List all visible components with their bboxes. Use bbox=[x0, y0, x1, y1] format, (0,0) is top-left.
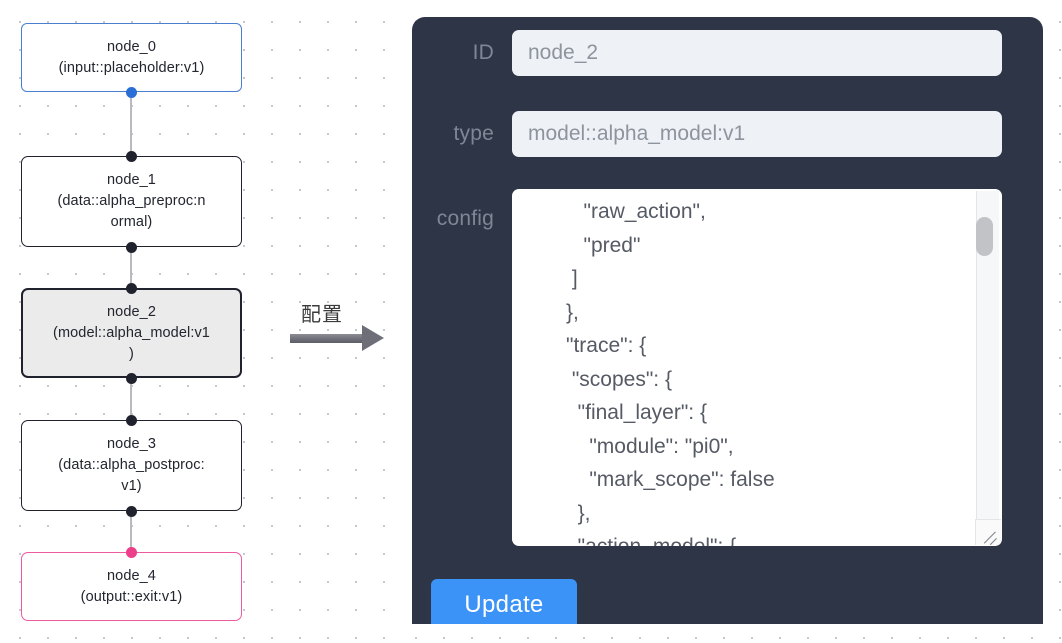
graph-node-label: node_4 (output::exit:v1) bbox=[80, 567, 183, 605]
edge-node1-node2 bbox=[130, 247, 132, 288]
arrow-head-icon bbox=[362, 325, 384, 351]
graph-node-node_0[interactable]: node_0 (input::placeholder:v1) bbox=[21, 23, 242, 92]
graph-node-label: node_3 (data::alpha_postproc: v1) bbox=[58, 436, 205, 494]
config-scrollbar-thumb[interactable] bbox=[976, 217, 993, 256]
edge-node3-node4 bbox=[130, 511, 132, 552]
graph-node-node_2[interactable]: node_2 (model::alpha_model:v1 ) bbox=[21, 288, 242, 378]
edge-node0-node1 bbox=[130, 92, 132, 156]
port-node_3-out[interactable] bbox=[125, 505, 137, 517]
port-node_2-in[interactable] bbox=[125, 282, 137, 294]
type-input[interactable] bbox=[512, 111, 1002, 157]
graph-node-label: node_1 (data::alpha_preproc:n ormal) bbox=[57, 172, 206, 230]
annotation-arrow: 配置 bbox=[288, 298, 398, 360]
port-node_2-out[interactable] bbox=[125, 372, 137, 384]
id-input[interactable] bbox=[512, 30, 1002, 76]
graph-node-label: node_0 (input::placeholder:v1) bbox=[58, 38, 205, 76]
config-textarea[interactable]: "raw_action", "pred" ] }, "trace": { "sc… bbox=[512, 189, 1002, 546]
update-button[interactable]: Update bbox=[431, 579, 577, 624]
port-node_1-in[interactable] bbox=[125, 150, 137, 162]
type-field-label: type bbox=[453, 122, 494, 145]
graph-node-node_4[interactable]: node_4 (output::exit:v1) bbox=[21, 552, 242, 621]
config-field-label: config bbox=[436, 207, 494, 230]
port-node_4-in[interactable] bbox=[125, 546, 137, 558]
port-node_3-in[interactable] bbox=[125, 414, 137, 426]
graph-node-node_1[interactable]: node_1 (data::alpha_preproc:n ormal) bbox=[21, 156, 242, 247]
resize-handle-icon[interactable] bbox=[975, 519, 1001, 545]
edge-node2-node3 bbox=[130, 378, 132, 420]
port-node_1-out[interactable] bbox=[125, 241, 137, 253]
arrow-shaft-icon bbox=[290, 334, 364, 343]
annotation-label: 配置 bbox=[301, 302, 343, 326]
config-textarea-content[interactable]: "raw_action", "pred" ] }, "trace": { "sc… bbox=[566, 200, 775, 546]
graph-node-node_3[interactable]: node_3 (data::alpha_postproc: v1) bbox=[21, 420, 242, 511]
field-row-type: type bbox=[412, 111, 1043, 157]
port-node_0-out[interactable] bbox=[125, 86, 137, 98]
id-field-label: ID bbox=[472, 41, 494, 64]
config-scrollbar[interactable] bbox=[976, 191, 999, 544]
field-row-id: ID bbox=[412, 30, 1043, 76]
graph-node-label: node_2 (model::alpha_model:v1 ) bbox=[53, 303, 210, 362]
field-row-config: config "raw_action", "pred" ] }, "trace"… bbox=[412, 189, 1043, 546]
node-inspector-panel: ID type config "raw_action", "pred" ] },… bbox=[412, 17, 1043, 624]
